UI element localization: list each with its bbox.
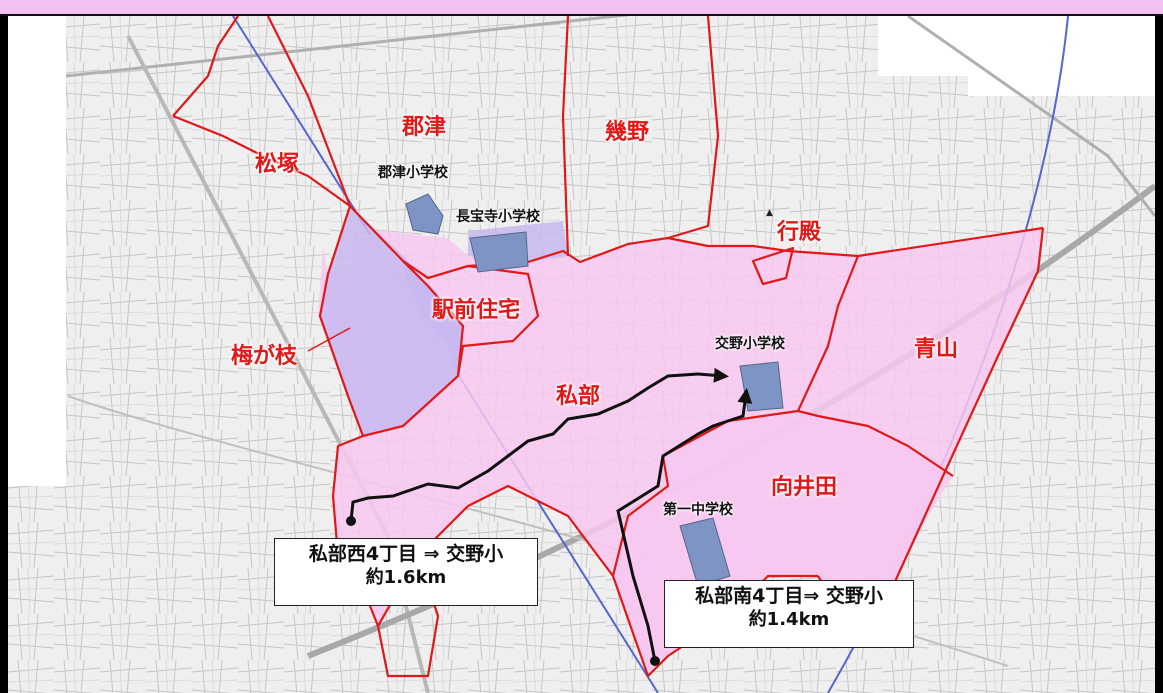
boundary-koozu-east	[561, 16, 570, 257]
district-label-umegae: 梅が枝	[231, 344, 298, 369]
boundary-aoyama	[797, 255, 860, 412]
district-label-ekimae: 駅前住宅	[432, 298, 521, 323]
route-west-start	[346, 516, 356, 526]
route-south-label: 私部南4丁目⇒ 交野小	[695, 585, 883, 607]
district-label-ikuno: 幾野	[605, 120, 650, 145]
school-label-katano: 交野小学校	[715, 336, 785, 352]
school-label-chohoji: 長宝寺小学校	[456, 209, 540, 225]
route-west-label: 私部西4丁目 ⇒ 交野小	[308, 543, 504, 565]
district-label-koozu: 郡津	[402, 115, 447, 140]
route-callout-south: 私部南4丁目⇒ 交野小 約1.4km	[664, 580, 914, 648]
umegae-pointer	[307, 327, 351, 352]
header-band	[0, 0, 1163, 14]
boundary-matsuzuka-west	[172, 114, 351, 207]
route-callout-west: 私部西4丁目 ⇒ 交野小 約1.6km	[274, 538, 538, 606]
map-blank-top-right	[878, 16, 1155, 96]
boundary-gyoden	[751, 246, 795, 286]
district-label-aoyama: 青山	[914, 337, 959, 362]
boundary-ekimae	[402, 260, 540, 377]
school-plot-daiichi	[679, 517, 731, 587]
route-south-start	[650, 656, 660, 666]
route-south-path	[616, 388, 753, 662]
boundary-mukaida-west	[611, 455, 670, 577]
north-arrow-icon: ▲	[766, 208, 773, 218]
header-divider	[0, 14, 1163, 16]
district-area-ekimae-purple	[403, 261, 463, 376]
district-label-kisabe: 私部	[556, 384, 601, 409]
route-west-path	[349, 367, 729, 522]
map-area[interactable]: ▲ 松塚 郡津 幾野 行殿 駅前住宅 梅が枝 私部 青山 向井田 郡津小学校 長…	[8, 16, 1155, 693]
district-label-matsuzuka: 松塚	[255, 152, 300, 177]
school-plot-chohoji	[469, 231, 529, 273]
school-plot-koozu	[405, 193, 444, 235]
boundary-matsuzuka	[172, 16, 239, 117]
map-road	[65, 16, 628, 78]
boundary-ikuno-east	[667, 16, 720, 240]
route-south-distance: 約1.4km	[748, 608, 830, 630]
map-blank-left	[8, 16, 66, 486]
district-label-mukaida: 向井田	[771, 475, 838, 500]
boundary-koozu-west	[267, 16, 352, 207]
school-label-koozu: 郡津小学校	[378, 165, 448, 181]
boundary-umegae	[318, 205, 465, 438]
map-road	[907, 16, 1155, 217]
map-svg	[8, 16, 1155, 693]
district-area-umegae	[320, 206, 463, 436]
route-west-distance: 約1.6km	[365, 566, 447, 588]
district-label-gyoden: 行殿	[777, 220, 822, 245]
school-label-daiichi: 第一中学校	[663, 502, 733, 518]
school-plot-katano	[739, 361, 784, 412]
